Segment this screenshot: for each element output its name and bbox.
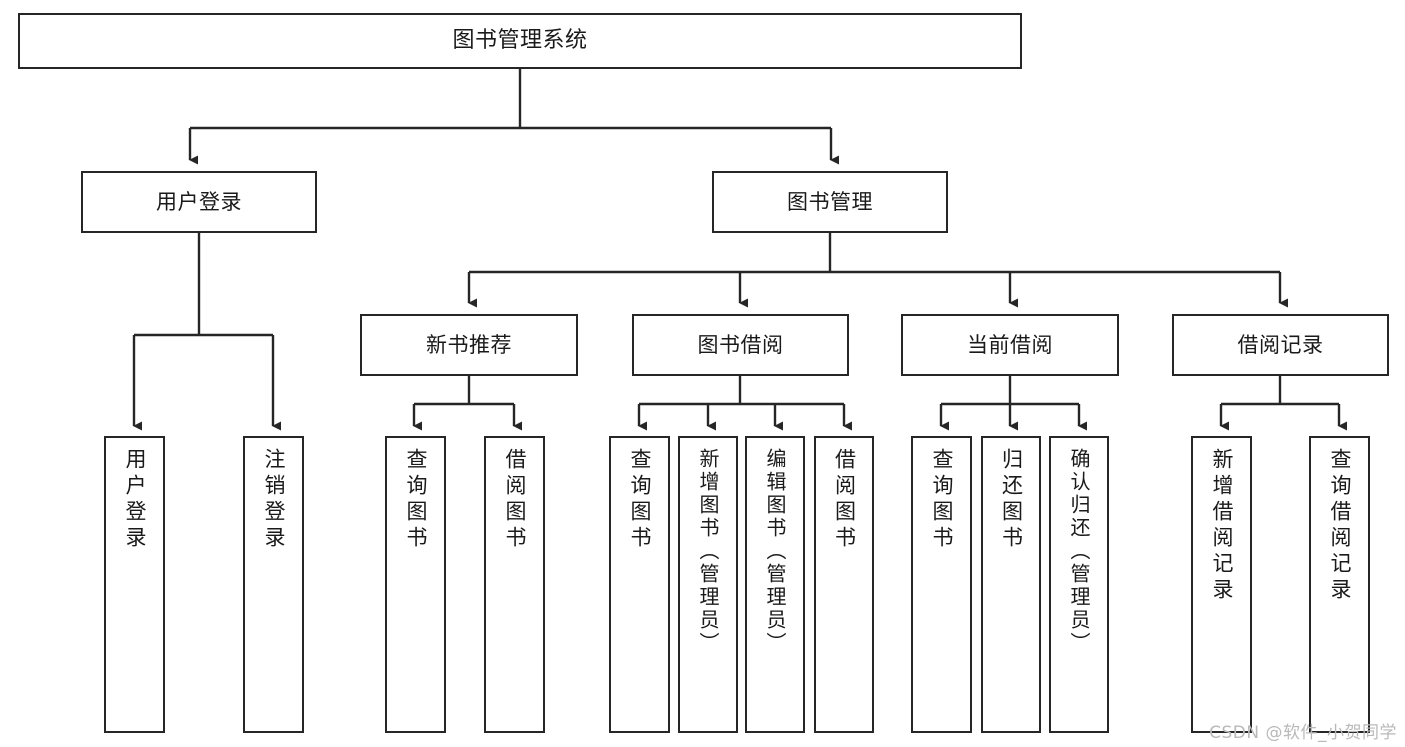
leaf-borrow-add-book-admin[interactable]: 新增图书（管理员） <box>678 436 738 733</box>
leaf-record-query-record[interactable]: 查询借阅记录 <box>1309 436 1370 733</box>
watermark: CSDN @软件_小贺同学 <box>1209 723 1397 743</box>
node-current-borrow[interactable]: 当前借阅 <box>901 314 1119 376</box>
node-label: 图书管理系统 <box>452 28 588 54</box>
leaf-current-confirm-return-admin[interactable]: 确认归还（管理员） <box>1049 436 1109 733</box>
node-label: 借阅图书 <box>503 448 527 552</box>
leaf-new-book-query[interactable]: 查询图书 <box>385 436 446 733</box>
node-label: 用户登录 <box>123 448 147 552</box>
leaf-record-add-record[interactable]: 新增借阅记录 <box>1191 436 1252 733</box>
node-label: 借阅图书 <box>832 448 857 552</box>
node-label: 图书借阅 <box>697 332 784 357</box>
node-label: 用户登录 <box>156 189 242 214</box>
node-label: 确认归还（管理员） <box>1067 448 1091 655</box>
node-label: 新增借阅记录 <box>1210 448 1234 604</box>
leaf-borrow-query-book[interactable]: 查询图书 <box>609 436 670 733</box>
node-label: 归还图书 <box>999 448 1024 552</box>
node-root-system[interactable]: 图书管理系统 <box>18 13 1022 69</box>
node-label: 图书管理 <box>787 189 873 214</box>
leaf-current-query-book[interactable]: 查询图书 <box>911 436 972 733</box>
leaf-user-login-logout[interactable]: 注销登录 <box>243 436 304 733</box>
node-label: 查询图书 <box>628 448 652 552</box>
node-label: 借阅记录 <box>1237 332 1324 357</box>
leaf-borrow-edit-book-admin[interactable]: 编辑图书（管理员） <box>745 436 805 733</box>
node-label: 当前借阅 <box>967 332 1053 357</box>
node-label: 查询图书 <box>930 448 954 552</box>
node-user-login[interactable]: 用户登录 <box>81 171 317 233</box>
leaf-new-book-borrow[interactable]: 借阅图书 <box>484 436 545 733</box>
node-book-management[interactable]: 图书管理 <box>712 171 948 233</box>
leaf-borrow-borrow-book[interactable]: 借阅图书 <box>814 436 874 733</box>
leaf-current-return-book[interactable]: 归还图书 <box>981 436 1041 733</box>
node-label: 新书推荐 <box>426 332 512 357</box>
node-new-book-recommend[interactable]: 新书推荐 <box>360 314 578 376</box>
node-label: 编辑图书（管理员） <box>763 448 787 655</box>
node-label: 注销登录 <box>262 448 286 552</box>
node-label: 查询借阅记录 <box>1328 448 1352 604</box>
leaf-user-login-login[interactable]: 用户登录 <box>104 436 165 733</box>
node-label: 查询图书 <box>404 448 428 552</box>
node-borrow-record[interactable]: 借阅记录 <box>1172 314 1389 376</box>
node-book-borrow[interactable]: 图书借阅 <box>632 314 849 376</box>
node-label: 新增图书（管理员） <box>696 448 720 655</box>
